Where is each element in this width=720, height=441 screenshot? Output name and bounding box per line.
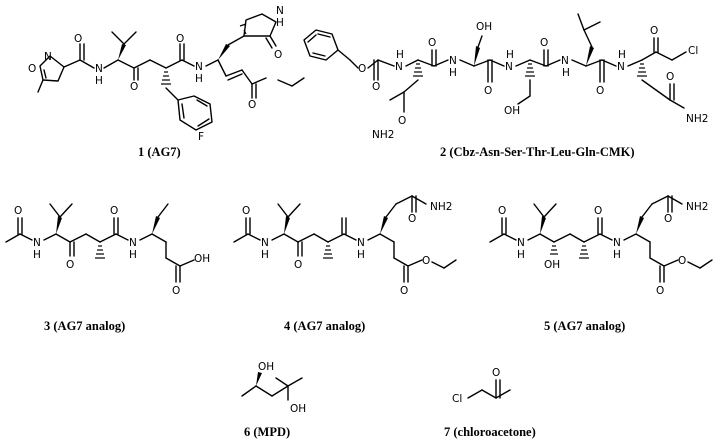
compound-3-atom: N (33, 237, 41, 249)
compound-2-atom: O (398, 115, 406, 127)
compound-7-caption: 7 (chloroacetone) (444, 425, 536, 439)
compound-6-atom: OH (290, 403, 306, 415)
compound-3-atom: O (66, 259, 74, 271)
compound-5-atom: O (678, 255, 686, 267)
compound-1-atom: O (274, 49, 282, 61)
compound-2-atom: O (596, 85, 604, 97)
compound-2-caption: 2 (Cbz-Asn-Ser-Thr-Leu-Gln-CMK) (440, 145, 635, 159)
compound-1-atom: N (276, 5, 284, 17)
compound-3-atom: O (14, 205, 22, 217)
compound-4-atom: O (400, 285, 408, 297)
compound-5-atom: N (613, 237, 621, 249)
compound-6-structure: OH OH (241, 361, 306, 415)
compound-2-atom: O (666, 71, 674, 83)
compound-5-atom: OH (544, 259, 560, 271)
compound-2-atom: N (449, 55, 457, 67)
compound-4-structure: O NH2 O N H O N H O O (233, 195, 457, 297)
compound-1-atom: F (198, 131, 204, 143)
compound-1-atom: O (130, 81, 138, 93)
compound-4-atom: H (357, 249, 365, 261)
compound-1-atom: N (44, 51, 52, 63)
compound-1-atom: H (95, 75, 103, 87)
compound-5-caption: 5 (AG7 analog) (544, 319, 625, 333)
compound-2-atom: N (505, 61, 513, 73)
compound-2-atom: H (449, 67, 457, 79)
compound-4-atom: N (357, 237, 365, 249)
compound-5-structure: O NH2 O N H OH O N H O O (489, 195, 713, 297)
compound-5-atom: O (656, 285, 664, 297)
compound-1-atom: H (276, 17, 284, 29)
compound-3-atom: N (129, 237, 137, 249)
compound-1-atom: O (248, 99, 256, 111)
compound-4-caption: 4 (AG7 analog) (284, 319, 365, 333)
compound-2-atom: H (506, 49, 514, 61)
compound-1-atom: N (195, 61, 203, 73)
compound-2-atom: NH2 (372, 129, 394, 141)
compound-3-atom: OH (194, 253, 210, 265)
compound-2-atom: OH (504, 105, 520, 117)
compound-6-atom: OH (258, 361, 274, 373)
compound-7-structure: O Cl (452, 367, 511, 405)
compound-2-atom: O (358, 63, 366, 75)
compound-5-atom: NH2 (686, 201, 708, 213)
compound-3-atom: O (172, 285, 180, 297)
compound-6-caption: 6 (MPD) (244, 425, 290, 439)
compound-2-atom: O (372, 81, 380, 93)
compound-4-atom: NH2 (430, 201, 452, 213)
compound-2-atom: O (540, 37, 548, 49)
compound-5-atom: O (594, 205, 602, 217)
compound-2-structure: OH O O O N H O N H O N H N H O N H O Cl … (303, 13, 708, 141)
compound-4-atom: N (261, 237, 269, 249)
compound-1-atom: O (28, 63, 36, 75)
compound-2-atom: O (650, 25, 658, 37)
compound-3-structure: O N H O O N H O OH (5, 203, 210, 297)
compound-1-atom: N (95, 63, 103, 75)
compound-2-atom: OH (476, 21, 492, 33)
compound-4-atom: O (422, 255, 430, 267)
compound-1-structure: O N O N H O O N H O O N H F (28, 5, 305, 143)
compound-3-caption: 3 (AG7 analog) (44, 319, 125, 333)
compound-1-atom: O (176, 33, 184, 45)
compound-2-atom: H (396, 49, 404, 61)
compound-3-atom: O (110, 205, 118, 217)
compound-1-atom: H (195, 73, 203, 85)
compound-5-atom: H (517, 249, 525, 261)
compound-5-atom: N (517, 237, 525, 249)
compound-1-atom: O (74, 33, 82, 45)
compound-2-atom: Cl (688, 45, 698, 57)
compound-4-atom: O (294, 259, 302, 271)
compound-2-atom: O (428, 37, 436, 49)
compound-5-atom: O (498, 205, 506, 217)
compound-5-atom: H (613, 249, 621, 261)
compound-2-atom: N (561, 55, 569, 67)
compound-3-atom: H (129, 249, 137, 261)
compound-4-atom: O (408, 213, 416, 225)
compound-4-atom: H (261, 249, 269, 261)
compound-2-atom: N (617, 61, 625, 73)
compound-2-atom: H (562, 67, 570, 79)
compound-2-atom: H (618, 49, 626, 61)
compound-7-atom: O (492, 367, 500, 379)
compound-4-atom: O (242, 205, 250, 217)
compound-7-atom: Cl (452, 393, 462, 405)
compound-2-atom: O (484, 85, 492, 97)
compound-3-atom: H (33, 249, 41, 261)
compound-2-atom: N (395, 61, 403, 73)
compound-2-atom: NH2 (686, 113, 708, 125)
compound-1-caption: 1 (AG7) (138, 145, 181, 159)
compound-5-atom: O (664, 213, 672, 225)
